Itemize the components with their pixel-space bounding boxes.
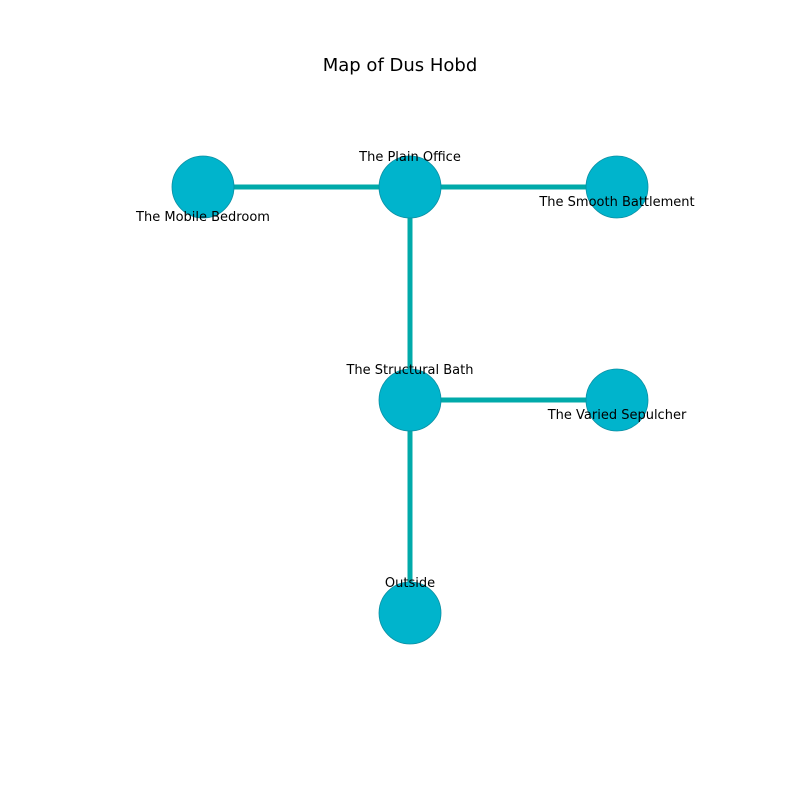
map-title: Map of Dus Hobd	[322, 55, 478, 76]
room-label-plain-office: The Plain Office	[358, 150, 461, 165]
room-node-smooth-battlement	[585, 155, 649, 219]
room-node-outside	[378, 581, 442, 645]
rooms-layer	[171, 155, 649, 645]
room-label-smooth-battlement: The Smooth Battlement	[538, 195, 694, 210]
room-label-varied-sepulcher: The Varied Sepulcher	[547, 408, 687, 423]
room-node-structural-bath	[378, 368, 442, 432]
room-label-mobile-bedroom: The Mobile Bedroom	[135, 210, 270, 225]
room-node-plain-office	[378, 155, 442, 219]
room-label-outside: Outside	[385, 576, 435, 591]
connections-layer	[203, 184, 617, 613]
room-node-varied-sepulcher	[585, 368, 649, 432]
room-node-mobile-bedroom	[171, 155, 235, 219]
room-label-structural-bath: The Structural Bath	[345, 363, 473, 378]
